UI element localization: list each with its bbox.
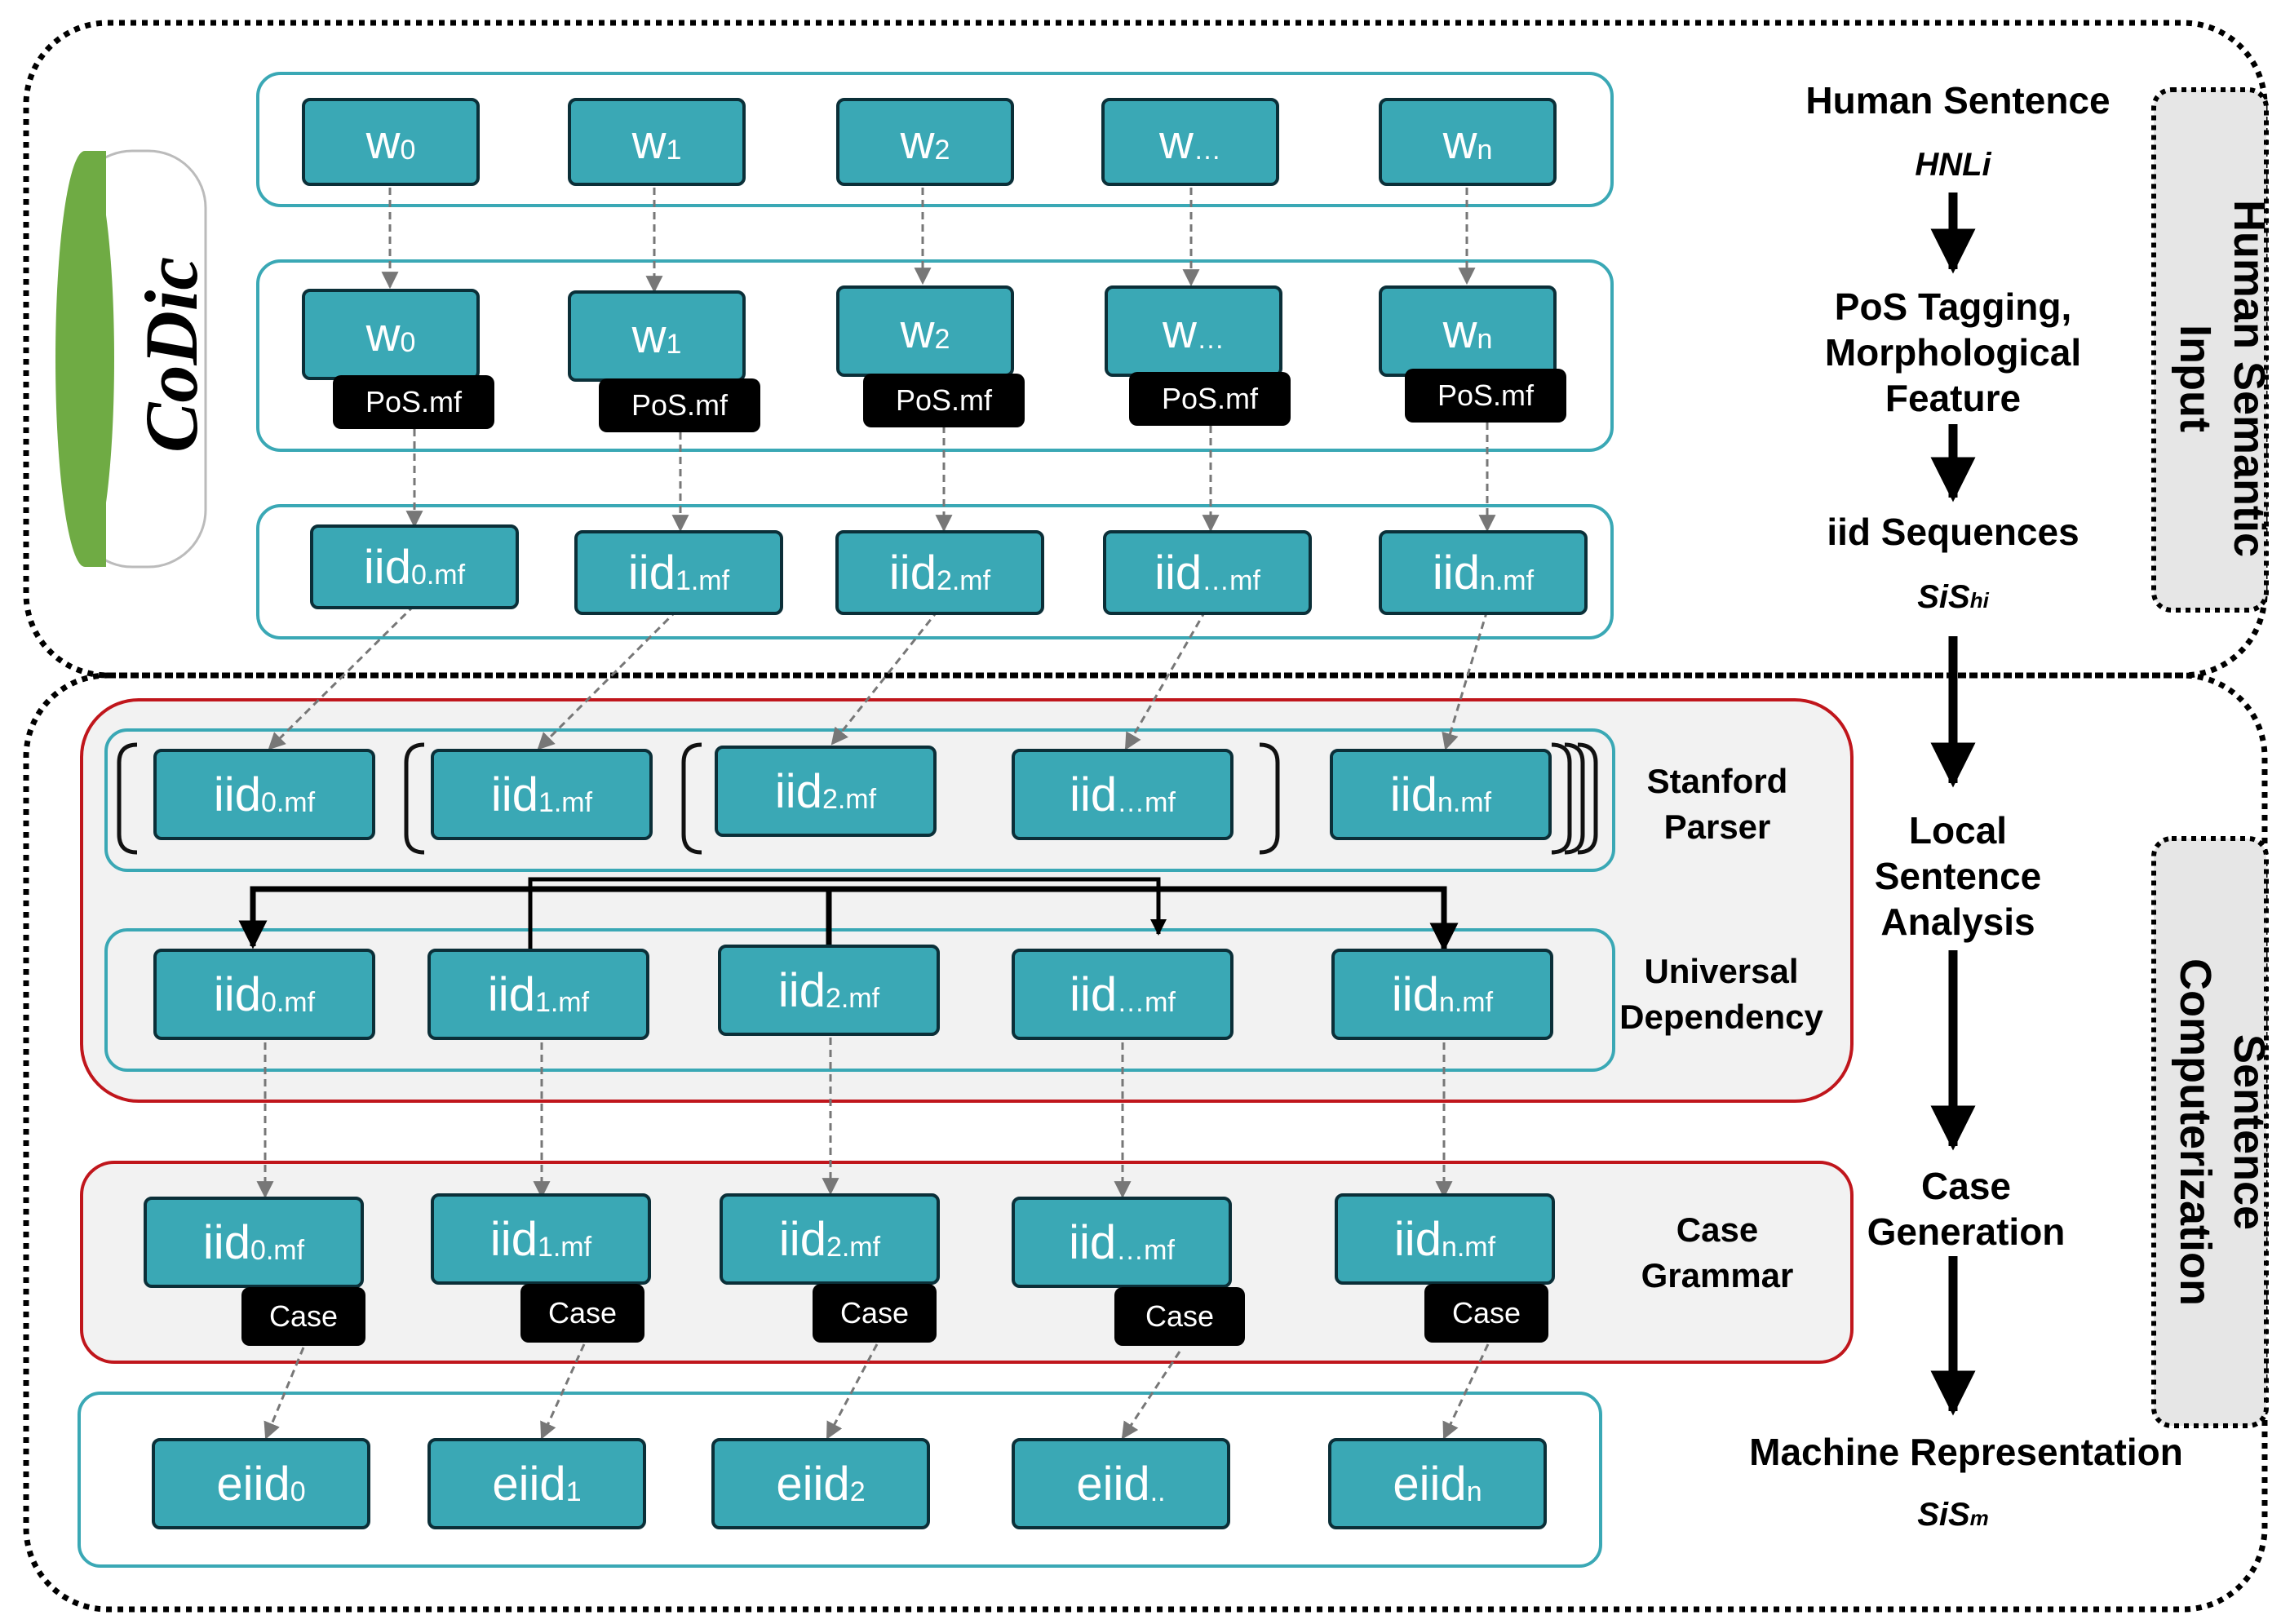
iid-box: iid…mf — [1012, 949, 1234, 1040]
pos-tag: PoS.mf — [333, 375, 494, 429]
computerization-region — [23, 672, 2268, 1613]
pos-tag: PoS.mf — [1129, 372, 1291, 426]
computerization-label-box — [2151, 836, 2269, 1428]
codic-label: CoDic — [130, 256, 213, 453]
case-tag: Case — [241, 1287, 365, 1346]
sis-hi-label: SiShi — [1917, 579, 1989, 615]
parse-brackets — [117, 742, 1598, 855]
pos-tag: PoS.mf — [863, 374, 1025, 427]
word-box: w… — [1101, 98, 1279, 186]
human-semantic-label-box — [2151, 87, 2269, 613]
case-tag: Case — [520, 1284, 644, 1343]
iid-box: iid…mf — [1012, 749, 1234, 840]
eiid-box: eiid.. — [1012, 1438, 1230, 1529]
iid-sequences-label: iid Sequences — [1827, 511, 2079, 553]
pos-tag: PoS.mf — [1405, 369, 1566, 423]
machine-representation-label: Machine Representation — [1749, 1431, 2183, 1473]
dependency-arrows — [238, 877, 1459, 952]
case-tag: Case — [1424, 1284, 1548, 1343]
case-tag: Case — [1114, 1287, 1245, 1346]
iid-box: iid…mf — [1012, 1197, 1232, 1288]
pos-tag: PoS.mf — [599, 378, 760, 432]
sis-m-label: SiSm — [1917, 1497, 1989, 1533]
case-tag: Case — [813, 1284, 937, 1343]
hnli-label: HNLi — [1915, 147, 1991, 183]
pos-word-box: w… — [1105, 285, 1282, 377]
flow-connectors — [256, 188, 1496, 1440]
human-sentence-label: Human Sentence — [1805, 79, 2110, 122]
iid-box: iid…mf — [1103, 530, 1312, 615]
